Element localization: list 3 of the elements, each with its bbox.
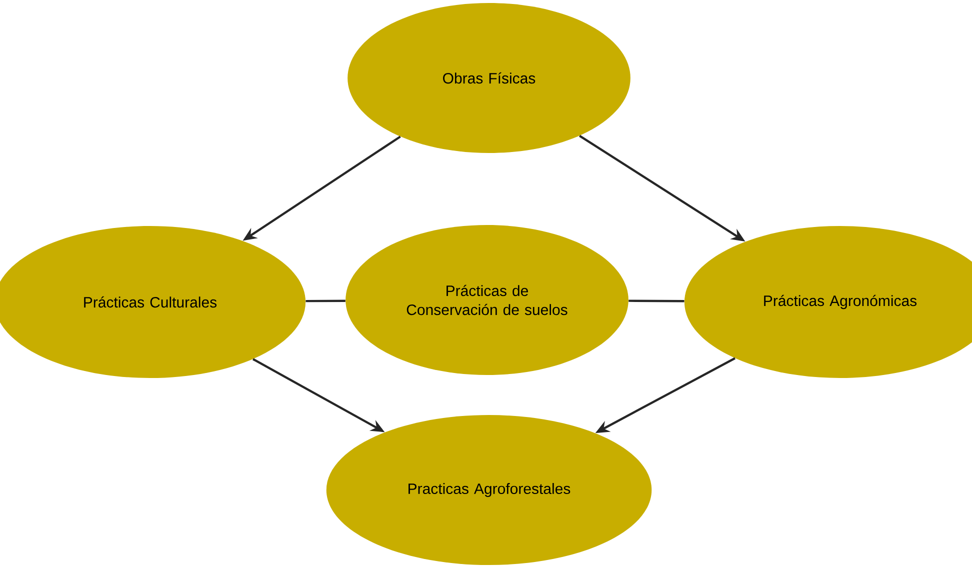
ellipse-node: Obras Físicas [348,3,630,153]
ellipse-node: Practicas Agroforestales [326,415,652,565]
ellipse-node: Prácticas de Conservación de suelos [346,225,628,375]
